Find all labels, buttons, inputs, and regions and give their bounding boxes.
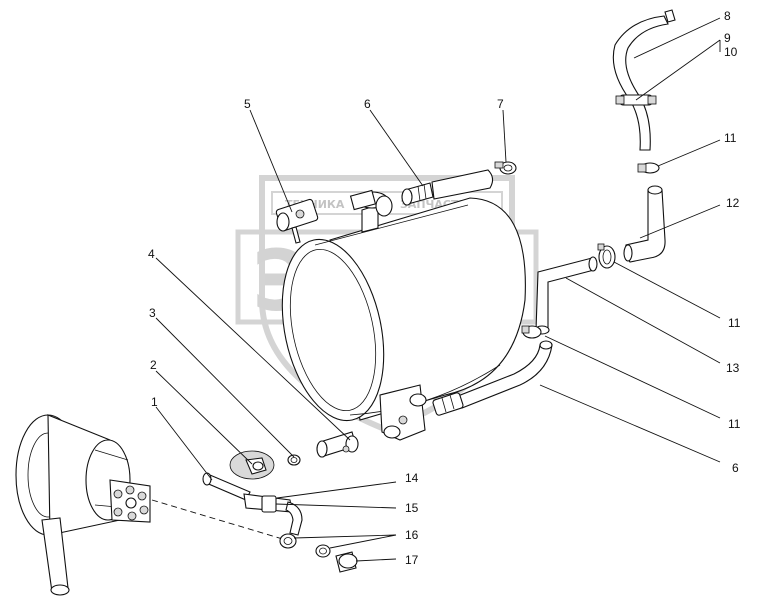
callout-2: 2	[150, 358, 157, 372]
part-13-hose	[534, 256, 598, 335]
part-9-10-clamp	[615, 94, 657, 106]
callout-7: 7	[497, 97, 504, 111]
tank	[281, 197, 526, 422]
compressor-head	[109, 479, 151, 523]
part-17-plug	[335, 551, 358, 573]
callouts: 1 2 3 4 5 6 6 7 8 9 10 11 11 11 12 13 14…	[148, 9, 741, 567]
part-5-valve	[275, 198, 319, 244]
tank-top-seam	[314, 204, 469, 246]
callout-15: 15	[405, 501, 419, 515]
callout-11-top: 11	[724, 131, 737, 145]
part-2-banjo-bolt	[229, 450, 275, 480]
callout-17: 17	[405, 553, 419, 567]
tank-end-inner	[289, 248, 377, 412]
callout-8: 8	[724, 9, 731, 23]
callout-12: 12	[726, 196, 740, 210]
callout-14: 14	[405, 471, 419, 485]
callout-9: 9	[724, 31, 731, 45]
part-7-clamp	[494, 161, 517, 175]
part-16-washers	[279, 533, 331, 558]
callout-3: 3	[149, 306, 156, 320]
tank-bottom-seam	[349, 364, 501, 416]
callout-6-upper: 6	[364, 97, 371, 111]
leader-lines	[155, 17, 721, 562]
top-fitting	[349, 189, 393, 233]
compressor	[15, 414, 287, 596]
part-11-clamp-ring	[597, 243, 616, 269]
callout-13: 13	[726, 361, 740, 375]
part-6-upper-hose	[401, 169, 494, 206]
tank-end-cap	[281, 238, 385, 422]
part-11-clamp-top	[637, 162, 660, 174]
tank-outlet-fitting	[379, 384, 427, 441]
part-4-fitting	[316, 431, 359, 458]
part-12-elbow-hose	[623, 185, 666, 263]
part-6-lower-hose	[432, 340, 553, 416]
part-11-clamp-lower	[521, 325, 542, 339]
callout-4: 4	[148, 247, 155, 261]
part-14-15-fitting	[243, 493, 303, 536]
part-3-nut	[287, 454, 301, 466]
callout-1: 1	[151, 395, 158, 409]
compressor-dashed-axis	[151, 499, 287, 541]
callout-11-middle: 11	[728, 316, 741, 330]
callout-5: 5	[244, 97, 251, 111]
callout-10: 10	[724, 45, 738, 59]
callout-16: 16	[405, 528, 419, 542]
part-8-tube	[612, 9, 676, 151]
callout-6-lower: 6	[732, 461, 739, 475]
callout-11-lower: 11	[728, 417, 741, 431]
